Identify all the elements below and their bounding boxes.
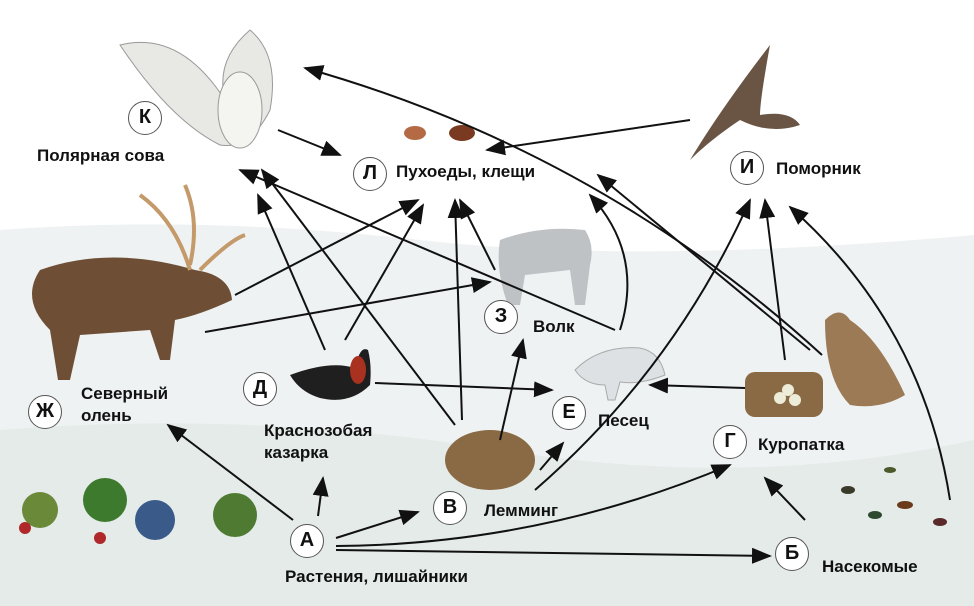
arrow-D-to-L (344, 203, 425, 341)
arrow-A-to-Zh (166, 423, 294, 521)
arrow-G-to-E (648, 377, 746, 394)
node-letter-V: В (433, 491, 467, 525)
node-label-goose-line1: Краснозобая (264, 421, 373, 440)
skua-icon (690, 45, 800, 160)
node-letter-B: Б (775, 537, 809, 571)
arrow-Zh-to-L (234, 199, 420, 296)
node-label-reindeer-line1: Северный (81, 384, 169, 403)
plants-lichens-icon (19, 478, 257, 544)
arrow-K-to-L (277, 129, 342, 156)
arrow-V-to-L (447, 198, 464, 421)
arrow-A-to-B (335, 547, 772, 564)
node-label-insects: Насекомые (822, 557, 918, 576)
node-letter-Z: З (484, 300, 518, 334)
node-label-reindeer-line2: олень (81, 406, 132, 425)
lice-mites-icon (404, 125, 475, 141)
arrow-B-to-I (788, 205, 951, 501)
arctic-fox-icon (574, 347, 666, 401)
node-label-ptarmigan: Куропатка (758, 435, 845, 454)
arrow-D-to-E (374, 381, 554, 398)
reindeer-icon (32, 184, 246, 380)
node-letter-D: Д (243, 372, 277, 406)
node-letter-L: Л (353, 157, 387, 191)
node-label-goose-line2: казарка (264, 443, 329, 462)
arrow-V-to-K (260, 168, 456, 426)
arrow-G-to-L (596, 173, 811, 351)
arrow-D-to-K (257, 193, 326, 351)
node-letter-E: Е (552, 396, 586, 430)
arrow-V-to-Z (499, 338, 527, 441)
arrow-A-to-G (335, 464, 732, 547)
red-breasted-goose-icon (290, 349, 371, 400)
node-label-arctic-fox: Песец (598, 411, 649, 430)
node-letter-G: Г (713, 425, 747, 459)
arrow-Zh-to-Z (204, 277, 492, 333)
arrow-A-to-V (335, 509, 420, 539)
ptarmigan-icon (745, 312, 905, 417)
arrow-G-to-I (759, 198, 786, 361)
snowy-owl-icon (119, 29, 273, 149)
insects-icon (841, 467, 947, 526)
node-label-plants: Растения, лишайники (285, 567, 468, 586)
node-label-snowy-owl: Полярная сова (37, 146, 165, 165)
arrow-V-to-E (539, 441, 565, 471)
node-letter-A: А (290, 524, 324, 558)
arrow-G-to-K (303, 65, 823, 356)
node-letter-I: И (730, 151, 764, 185)
node-letter-K: К (128, 101, 162, 135)
wolf-icon (498, 228, 592, 305)
arrow-B-to-G (763, 476, 806, 521)
arrow-Z-to-L (459, 198, 496, 271)
arrow-V-to-I (534, 198, 751, 491)
arrow-A-to-D (312, 476, 329, 517)
lemming-icon (445, 430, 535, 490)
node-letter-Zh: Ж (28, 395, 62, 429)
node-label-lice-mites: Пухоеды, клещи (396, 162, 536, 181)
arrow-I-to-L (485, 119, 691, 156)
arrow-E-to-K (238, 169, 616, 331)
arrow-E-to-L (588, 193, 629, 331)
node-label-skua: Поморник (776, 159, 861, 178)
node-label-wolf: Волк (533, 317, 575, 336)
node-label-lemming: Лемминг (484, 501, 559, 520)
